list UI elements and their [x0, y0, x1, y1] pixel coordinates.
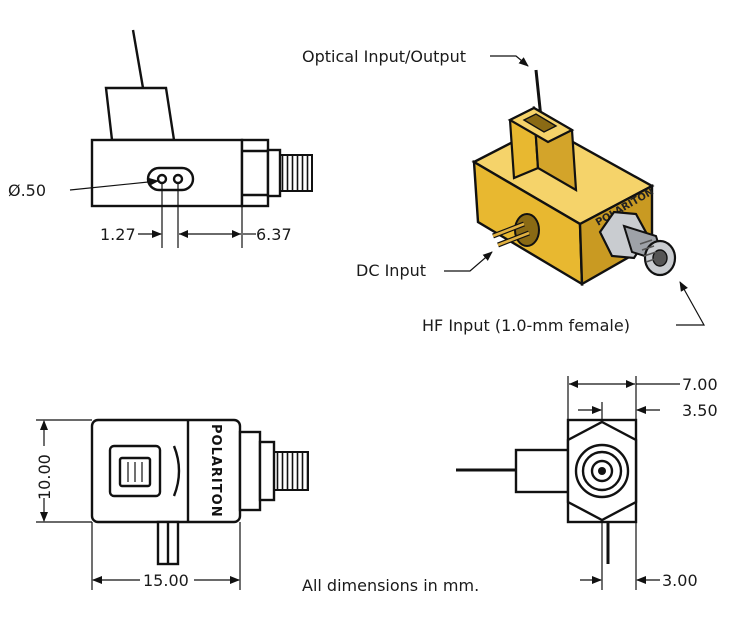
- half-width-label: 3.50: [682, 401, 718, 420]
- side-view-top-left: Ø.50 1.27 6.37: [8, 29, 313, 248]
- dc-input-label: DC Input: [356, 261, 426, 280]
- length-label: 15.00: [143, 571, 189, 590]
- dc-pin-socket: [146, 166, 195, 192]
- pin-offset-label: 3.00: [662, 571, 698, 590]
- end-connector-outer: [574, 443, 630, 499]
- end-fiber-boot: [514, 448, 570, 494]
- footnote: All dimensions in mm.: [302, 576, 479, 595]
- connector-thread: [279, 154, 313, 192]
- top-connector-thread: [273, 451, 309, 491]
- iso-dc-socket: [514, 213, 540, 247]
- diameter-label: Ø.50: [8, 181, 46, 200]
- fiber-lead: [131, 29, 145, 89]
- width-label: 7.00: [682, 375, 718, 394]
- top-connector-nut: [238, 430, 262, 512]
- end-view-bottom-right: 7.00 3.50 3.00: [456, 375, 718, 590]
- optical-io-label: Optical Input/Output: [302, 47, 466, 66]
- isometric-view: Optical Input/Output POLARITON DC Input …: [302, 47, 706, 335]
- top-brand-mark: POLARITON: [208, 424, 223, 518]
- hf-input-label: HF Input (1.0-mm female): [422, 316, 630, 335]
- connector-offset-label: 6.37: [256, 225, 292, 244]
- iso-fiber: [534, 69, 543, 119]
- fiber-boot: [104, 86, 176, 142]
- height-label: 10.00: [35, 454, 54, 500]
- pin-pitch-label: 1.27: [100, 225, 136, 244]
- connector-collar: [266, 148, 282, 198]
- top-view-bottom-left: POLARITON 10.00 15.00: [35, 418, 309, 590]
